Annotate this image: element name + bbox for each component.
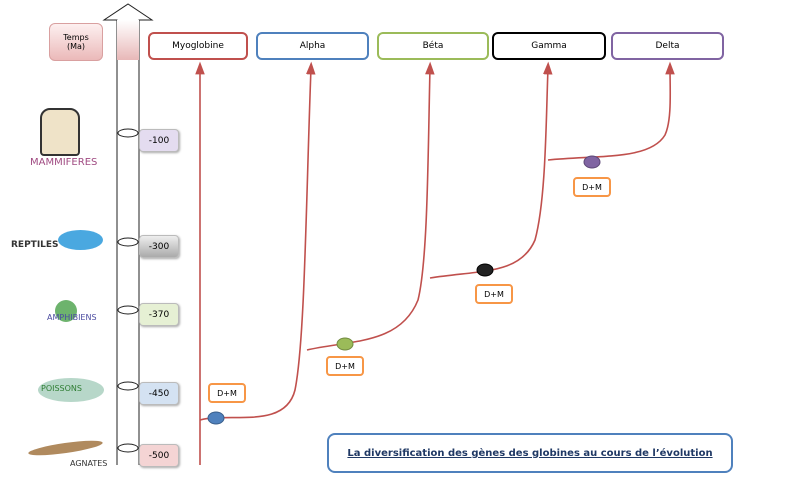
time-100: -100 <box>139 129 179 152</box>
node-alpha-beta <box>336 337 354 351</box>
gamma-line <box>429 61 553 279</box>
node-gamma-delta <box>583 155 601 169</box>
lizard-icon <box>58 230 103 250</box>
node-myoglobine-alpha <box>207 411 225 425</box>
caption-text: La diversification des gènes des globine… <box>347 447 713 459</box>
event-duplication-mutation-2: D+M <box>326 356 364 376</box>
gene-beta: Béta <box>377 32 489 60</box>
frog-icon <box>55 300 77 322</box>
animal-agnates: AGNATES <box>70 459 108 468</box>
event-duplication-mutation-1: D+M <box>208 383 246 403</box>
node-beta-gamma <box>476 263 494 277</box>
alpha-line <box>199 61 316 421</box>
gene-delta: Delta <box>611 32 724 60</box>
delta-line <box>547 61 675 161</box>
fish-icon <box>38 378 104 402</box>
time-label: Temps (Ma) <box>49 23 103 61</box>
gene-myoglobine: Myoglobine <box>148 32 248 60</box>
cow-icon <box>40 108 80 156</box>
time-450: -450 <box>139 382 179 405</box>
animal-reptiles: REPTILES <box>11 240 59 250</box>
beta-line <box>306 61 435 351</box>
animal-mammiferes: MAMMIFERES <box>30 157 98 168</box>
gene-gamma: Gamma <box>492 32 606 60</box>
time-500: -500 <box>139 444 179 467</box>
time-arrow-head-fill <box>117 20 139 60</box>
caption-box: La diversification des gènes des globine… <box>327 433 733 473</box>
time-300: -300 <box>139 235 179 258</box>
animal-amphibiens: AMPHIBIENS <box>47 313 97 322</box>
animal-poissons: POISSONS <box>41 384 82 393</box>
time-370: -370 <box>139 303 179 326</box>
event-duplication-mutation-3: D+M <box>475 284 513 304</box>
gene-alpha: Alpha <box>256 32 369 60</box>
event-duplication-mutation-4: D+M <box>573 177 611 197</box>
